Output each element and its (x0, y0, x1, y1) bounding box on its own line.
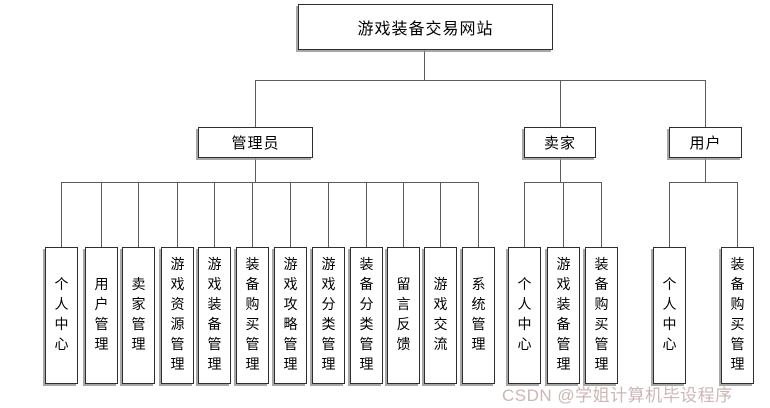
connector-drop-seller (560, 80, 561, 127)
connector-leaf-drop (669, 182, 670, 247)
csdn-watermark: CSDN @学姐计算机毕设程序 (502, 386, 733, 405)
connector-seller-stub (560, 158, 561, 182)
connector-leaf-drop (403, 182, 404, 247)
leaf-seller-game-equipment-management: 游戏装备管理 (547, 247, 580, 384)
connector-leaf-drop (478, 182, 479, 247)
connector-leaf-drop (101, 182, 102, 247)
connector-leaf-drop (524, 182, 525, 247)
leaf-admin-game-exchange: 游戏交流 (424, 247, 457, 384)
connector-leaf-drop (601, 182, 602, 247)
connector-root-stub (424, 50, 425, 80)
connector-leaf-drop (737, 182, 738, 247)
leaf-admin-seller-management: 卖家管理 (122, 247, 155, 384)
connector-leaf-drop (366, 182, 367, 247)
leaf-user-personal-center: 个人中心 (653, 247, 686, 384)
leaf-admin-game-equipment-management: 游戏装备管理 (198, 247, 231, 384)
leaf-admin-equipment-purchase-management: 装备购买管理 (236, 247, 269, 384)
connector-leaf-drop (177, 182, 178, 247)
connector-drop-user (705, 80, 706, 127)
connector-user-bus (669, 182, 738, 183)
leaf-admin-system-management: 系统管理 (462, 247, 495, 384)
leaf-admin-equipment-category-management: 装备分类管理 (350, 247, 383, 384)
leaf-seller-equipment-purchase-management: 装备购买管理 (585, 247, 618, 384)
connector-leaf-drop (61, 182, 62, 247)
connector-top-bus (255, 80, 706, 81)
branch-node-user: 用户 (669, 127, 742, 158)
branch-node-label: 用户 (689, 136, 722, 152)
connector-leaf-drop (440, 182, 441, 247)
leaf-admin-personal-center: 个人中心 (45, 247, 78, 384)
leaf-admin-game-guide-management: 游戏攻略管理 (274, 247, 307, 384)
connector-leaf-drop (328, 182, 329, 247)
connector-drop-admin (255, 80, 256, 127)
connector-leaf-drop (252, 182, 253, 247)
root-node-website: 游戏装备交易网站 (298, 4, 553, 50)
leaf-admin-game-resource-management: 游戏资源管理 (161, 247, 194, 384)
connector-user-stub (705, 158, 706, 182)
connector-leaf-drop (563, 182, 564, 247)
root-node-label: 游戏装备交易网站 (357, 21, 494, 38)
leaf-seller-personal-center: 个人中心 (508, 247, 541, 384)
connector-admin-stub (255, 158, 256, 182)
branch-node-admin: 管理员 (198, 127, 313, 158)
connector-leaf-drop (138, 182, 139, 247)
connector-leaf-drop (290, 182, 291, 247)
branch-node-seller: 卖家 (524, 127, 596, 158)
leaf-admin-game-category-management: 游戏分类管理 (312, 247, 345, 384)
connector-admin-bus (61, 182, 479, 183)
branch-node-label: 卖家 (543, 136, 576, 152)
branch-node-label: 管理员 (231, 136, 280, 152)
leaf-admin-user-management: 用户管理 (85, 247, 118, 384)
leaf-admin-message-feedback: 留言反馈 (387, 247, 420, 384)
connector-leaf-drop (214, 182, 215, 247)
leaf-user-equipment-purchase-management: 装备购买管理 (721, 247, 754, 384)
